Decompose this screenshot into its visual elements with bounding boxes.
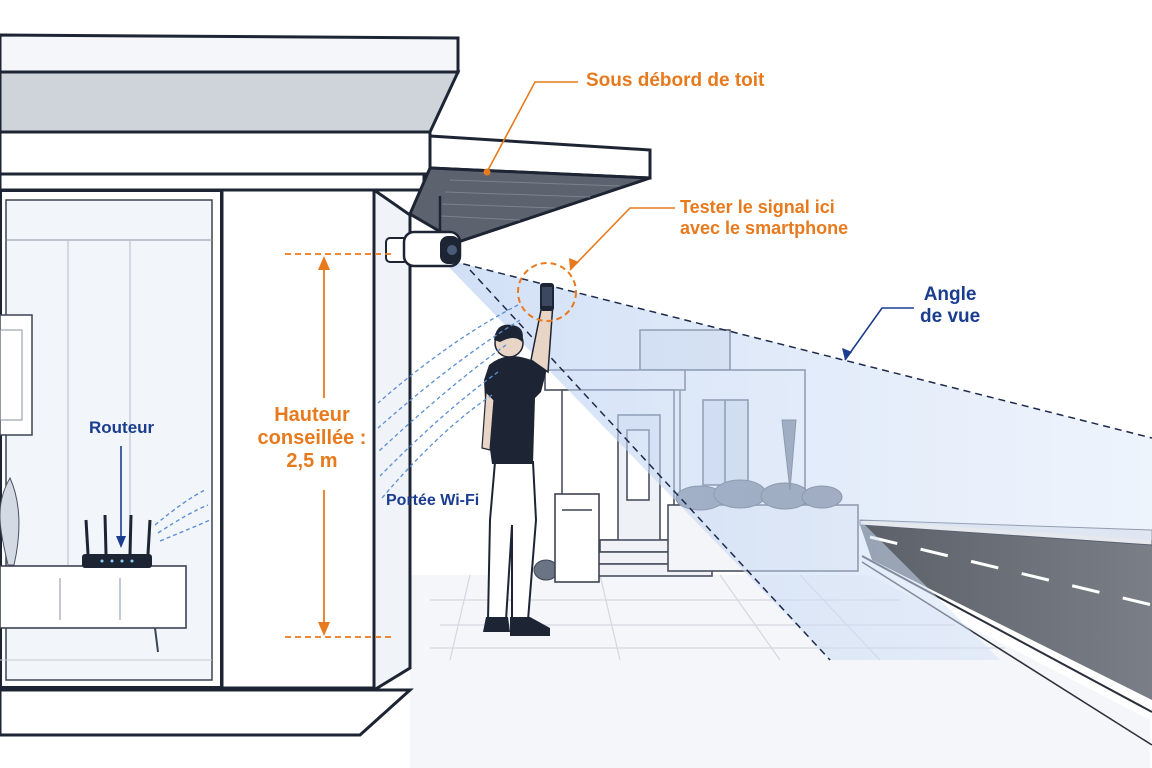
view-angle-line-2: de vue: [920, 305, 981, 327]
height-line-2: conseillée :: [257, 427, 367, 449]
test-signal-line-1: Tester le signal ici: [680, 197, 835, 217]
roof-overhang-label: Sous débord de toit: [586, 70, 765, 91]
test-signal-line-2: avec le smartphone: [680, 217, 849, 238]
security-camera-icon: [385, 196, 462, 268]
router-wifi-waves: [154, 489, 211, 542]
height-dimension: [285, 253, 392, 638]
trash-bin: [554, 493, 600, 583]
smartphone-icon: [540, 283, 554, 311]
person-testing-signal: [481, 299, 554, 636]
router-pointer: [116, 446, 126, 548]
signal-test-spot: [517, 262, 577, 322]
view-angle-label: Angle de vue: [920, 284, 980, 328]
height-line-1: Hauteur: [274, 404, 350, 426]
height-line-3: 2,5 m: [286, 450, 338, 472]
house-interior: [0, 188, 224, 690]
annotation-leaders: [486, 81, 914, 361]
wifi-router-icon: [82, 514, 152, 568]
phone-wifi-waves: [377, 304, 521, 499]
wifi-range-label: Portée Wi-Fi: [386, 492, 480, 509]
view-angle-line-1: Angle: [923, 284, 977, 305]
recommended-height-label: Hauteur conseillée : 2,5 m: [256, 404, 368, 473]
router-label: Routeur: [89, 418, 155, 437]
wall-column: [220, 186, 412, 693]
house-roof: [0, 33, 652, 737]
camera-view-cone: [439, 257, 1152, 661]
road: [860, 525, 1152, 700]
test-signal-label: Tester le signal ici avec le smartphone: [680, 197, 848, 238]
